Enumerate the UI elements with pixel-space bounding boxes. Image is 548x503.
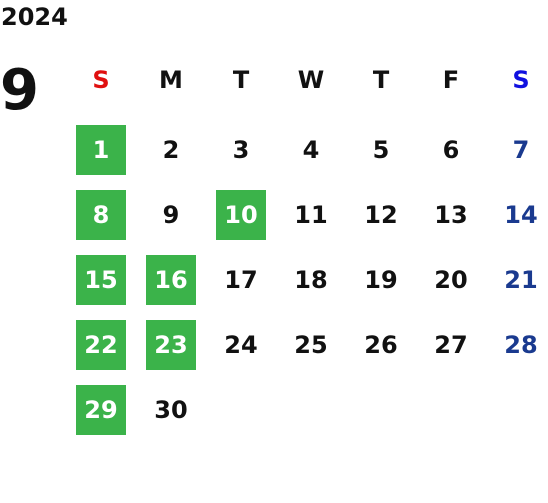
calendar-day: 24 <box>224 330 258 359</box>
calendar-day: 7 <box>512 135 530 164</box>
calendar-day-cell[interactable]: 25 <box>276 312 346 377</box>
highlighted-day: 23 <box>146 319 196 370</box>
calendar-day: 30 <box>154 395 188 424</box>
calendar-day-cell[interactable]: 11 <box>276 182 346 247</box>
calendar-day: 21 <box>504 265 538 294</box>
calendar-day-cell[interactable]: 30 <box>136 377 206 442</box>
calendar-day: 17 <box>224 265 258 294</box>
calendar-day-cell[interactable]: 2 <box>136 117 206 182</box>
calendar-day-cell[interactable]: 12 <box>346 182 416 247</box>
calendar-day: 4 <box>302 135 320 164</box>
calendar-day: 9 <box>162 200 180 229</box>
calendar-day-cell[interactable]: 23 <box>136 312 206 377</box>
calendar-day-cell[interactable]: 24 <box>206 312 276 377</box>
calendar-day: 20 <box>434 265 468 294</box>
calendar-day-cell[interactable]: 28 <box>486 312 548 377</box>
calendar-day-cell[interactable]: 22 <box>66 312 136 377</box>
calendar-day-cell[interactable]: 14 <box>486 182 548 247</box>
calendar-day: 28 <box>504 330 538 359</box>
calendar-day-cell[interactable]: 1 <box>66 117 136 182</box>
calendar-day-cell[interactable]: 8 <box>66 182 136 247</box>
calendar-day-cell[interactable]: 5 <box>346 117 416 182</box>
weekday-header: W <box>297 66 325 94</box>
calendar-day: 27 <box>434 330 468 359</box>
highlighted-day: 29 <box>76 384 126 435</box>
weekday-header: F <box>442 66 460 94</box>
calendar-day-cell[interactable]: 19 <box>346 247 416 312</box>
highlighted-day: 10 <box>216 189 266 240</box>
weekday-header: M <box>159 66 183 94</box>
calendar-day-cell[interactable]: 20 <box>416 247 486 312</box>
calendar-day-cell[interactable]: 21 <box>486 247 548 312</box>
calendar-day: 12 <box>364 200 398 229</box>
year-label: 2024 <box>1 3 68 31</box>
month-number: 9 <box>0 58 39 123</box>
highlighted-day: 1 <box>76 124 126 175</box>
calendar-day-cell[interactable]: 7 <box>486 117 548 182</box>
calendar-day: 13 <box>434 200 468 229</box>
highlighted-day: 8 <box>76 189 126 240</box>
calendar-day: 5 <box>372 135 390 164</box>
calendar-day: 14 <box>504 200 538 229</box>
calendar-day: 25 <box>294 330 328 359</box>
weekday-header: T <box>232 66 250 94</box>
highlighted-day: 15 <box>76 254 126 305</box>
weekday-header: S <box>512 66 530 94</box>
calendar-day: 19 <box>364 265 398 294</box>
calendar-day-cell[interactable]: 15 <box>66 247 136 312</box>
calendar-day: 11 <box>294 200 328 229</box>
weekday-header: S <box>92 66 110 94</box>
highlighted-day: 16 <box>146 254 196 305</box>
calendar-day-cell[interactable]: 10 <box>206 182 276 247</box>
calendar-day: 6 <box>442 135 460 164</box>
calendar-day: 26 <box>364 330 398 359</box>
calendar-day-cell[interactable]: 3 <box>206 117 276 182</box>
calendar-day-cell[interactable]: 16 <box>136 247 206 312</box>
calendar-day: 3 <box>232 135 250 164</box>
calendar-day-cell[interactable]: 9 <box>136 182 206 247</box>
weekday-header: T <box>372 66 390 94</box>
calendar-day-cell[interactable]: 17 <box>206 247 276 312</box>
calendar-day-cell[interactable]: 29 <box>66 377 136 442</box>
calendar-day-cell[interactable]: 6 <box>416 117 486 182</box>
highlighted-day: 22 <box>76 319 126 370</box>
calendar-day-cell[interactable]: 13 <box>416 182 486 247</box>
calendar-day: 18 <box>294 265 328 294</box>
calendar-day-cell[interactable]: 26 <box>346 312 416 377</box>
calendar-day: 2 <box>162 135 180 164</box>
calendar-day-cell[interactable]: 27 <box>416 312 486 377</box>
calendar-day-cell[interactable]: 4 <box>276 117 346 182</box>
calendar-day-cell[interactable]: 18 <box>276 247 346 312</box>
